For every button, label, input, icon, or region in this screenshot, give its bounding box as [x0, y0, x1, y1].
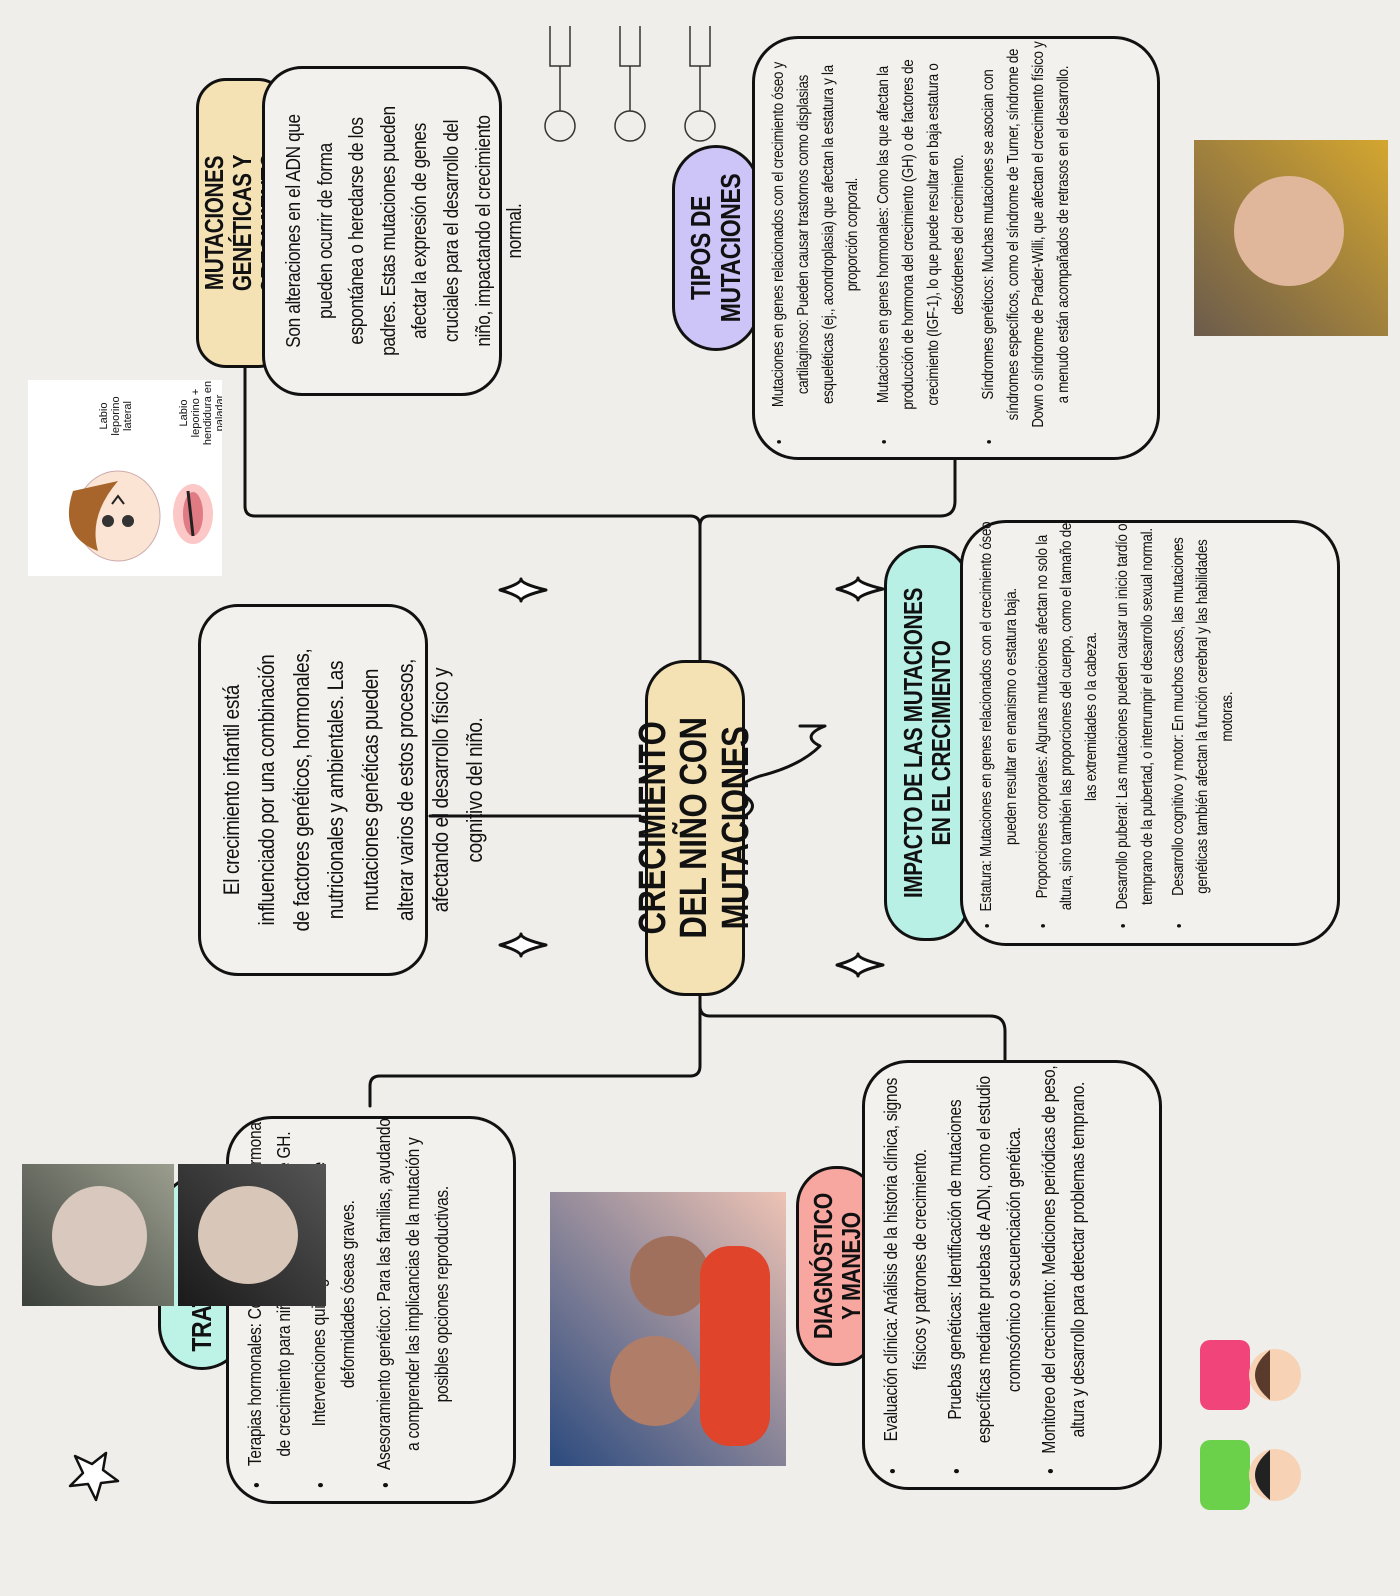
center-title-pill: CRECIMIENTO DEL NIÑO CON MUTACIONES	[632, 660, 757, 996]
intro-text: El crecimiento infantil está influenciad…	[219, 648, 488, 932]
connector-impacto	[738, 724, 827, 818]
infant-photo-1	[22, 1164, 174, 1306]
diagnostico-title: DIAGNÓSTICO Y MANEJO	[807, 1193, 866, 1339]
kids-sketch	[530, 0, 730, 156]
sparkle-1	[498, 577, 548, 603]
intro-box: El crecimiento infantil está influenciad…	[198, 604, 487, 976]
sparkle-4	[835, 952, 885, 978]
cleft-lip-illustration: Labio leporino lateral Labio leporino + …	[28, 380, 222, 576]
impacto-item-4: Desarrollo cognitivo y motor: En muchos …	[1167, 519, 1241, 915]
impacto-item-3: Desarrollo puberal: Las mutaciones puede…	[1111, 519, 1161, 915]
tipos-item-1: Mutaciones en genes relacionados con el …	[767, 38, 866, 430]
impacto-item-1: Estatura: Mutaciones en genes relacionad…	[975, 519, 1025, 915]
center-title: CRECIMIENTO DEL NIÑO CON MUTACIONES	[632, 717, 757, 939]
tipos-box: Mutaciones en genes relacionados con el …	[752, 36, 1160, 460]
diagnostico-box: Evaluación clínica: Análisis de la histo…	[862, 1060, 1162, 1490]
tipos-title: TIPOS DE MUTACIONES	[684, 173, 746, 323]
cartoon-kids	[1170, 1310, 1380, 1550]
connector-diagnostico	[698, 994, 1007, 1068]
twin-face-2	[630, 1236, 710, 1316]
caption-labio-lateral: Labio leporino lateral	[98, 396, 135, 436]
star-1	[68, 1451, 120, 1502]
sparkle-3	[835, 576, 885, 602]
twins-photo	[550, 1192, 786, 1466]
infant-face-2	[198, 1186, 298, 1284]
diagnostico-list: Evaluación clínica: Análisis de la histo…	[877, 1061, 1093, 1481]
diagnostico-item-1: Evaluación clínica: Análisis de la histo…	[877, 1061, 935, 1459]
kids-sketch-drawing	[544, 26, 716, 142]
tratamiento-item-3: Asesoramiento genético: Para las familia…	[370, 1116, 457, 1473]
girl-photo	[1194, 140, 1388, 336]
sparkle-2	[498, 932, 548, 958]
tipos-list: Mutaciones en genes relacionados con el …	[767, 38, 1077, 453]
impacto-title-pill: IMPACTO DE LAS MUTACIONES EN EL CRECIMIE…	[884, 545, 970, 941]
diagnostico-item-3: Monitoreo del crecimiento: Mediciones pe…	[1035, 1061, 1093, 1459]
mutaciones-text: Son alteraciones en el ADN que pueden oc…	[283, 106, 527, 356]
tipos-item-2: Mutaciones en genes hormonales: Como las…	[872, 38, 971, 430]
diagnostico-item-2: Pruebas genéticas: Identificación de mut…	[941, 1061, 1028, 1459]
infant-photo-2	[178, 1164, 326, 1306]
impacto-list: Estatura: Mutaciones en genes relacionad…	[975, 519, 1241, 937]
connector-tipos	[698, 444, 957, 528]
tipos-title-pill: TIPOS DE MUTACIONES	[672, 145, 760, 351]
impacto-item-2: Proporciones corporales: Algunas mutacio…	[1031, 519, 1105, 915]
infant-face-1	[52, 1186, 147, 1286]
girl-face	[1234, 176, 1344, 286]
mutaciones-box: Son alteraciones en el ADN que pueden oc…	[262, 66, 526, 396]
connector-tratamiento	[368, 994, 702, 1108]
twin-red-clothes	[700, 1246, 770, 1446]
caption-labio-paladar: Labio leporino + hendidura en paladar	[178, 380, 222, 446]
cleft-lip-drawing	[68, 470, 213, 562]
impacto-box: Estatura: Mutaciones en genes relacionad…	[960, 520, 1340, 946]
tipos-item-3: Síndromes genéticos: Muchas mutaciones s…	[977, 38, 1076, 430]
twin-face-1	[610, 1336, 700, 1426]
cartoon-kids-drawing	[1200, 1340, 1301, 1510]
impacto-title: IMPACTO DE LAS MUTACIONES EN EL CRECIMIE…	[897, 587, 956, 899]
